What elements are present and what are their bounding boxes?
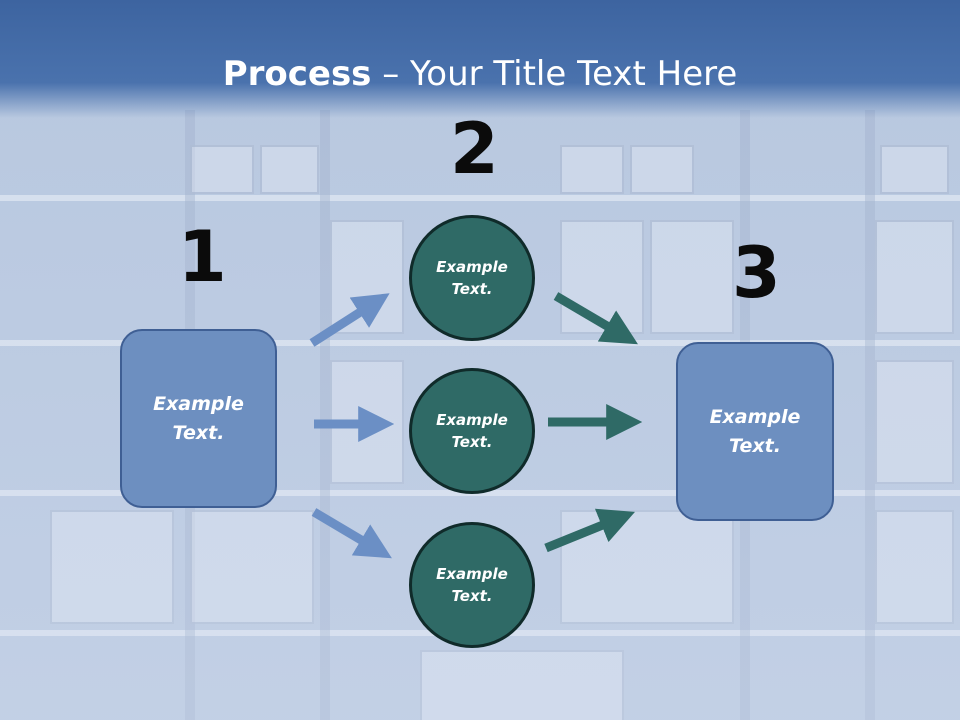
slide-title: Process – Your Title Text Here bbox=[0, 54, 960, 94]
step-number-3: 3 bbox=[732, 232, 781, 314]
circle-middle-line1: Example bbox=[436, 410, 508, 429]
left-box-line1: Example bbox=[153, 393, 244, 415]
right-box-line2: Text. bbox=[729, 434, 781, 457]
arrow-left-to-top bbox=[309, 293, 390, 347]
arrow-bottom-to-right bbox=[544, 508, 636, 553]
circle-top-line1: Example bbox=[436, 257, 508, 276]
arrow-left-to-bottom bbox=[311, 508, 392, 559]
title-bar bbox=[0, 0, 960, 118]
left-box-line2: Text. bbox=[172, 421, 225, 444]
circle-bottom-line2: Text. bbox=[451, 587, 493, 605]
step-number-2: 2 bbox=[450, 108, 499, 190]
right-box-line1: Example bbox=[709, 406, 801, 428]
arrow-top-to-right bbox=[553, 292, 638, 345]
circle-middle-line2: Text. bbox=[451, 433, 493, 451]
title-rest: – Your Title Text Here bbox=[371, 54, 738, 94]
circle-bottom-line1: Example bbox=[436, 564, 508, 583]
title-bold: Process bbox=[222, 54, 372, 94]
step-number-1: 1 bbox=[178, 216, 227, 298]
circle-top-line2: Text. bbox=[451, 280, 493, 298]
